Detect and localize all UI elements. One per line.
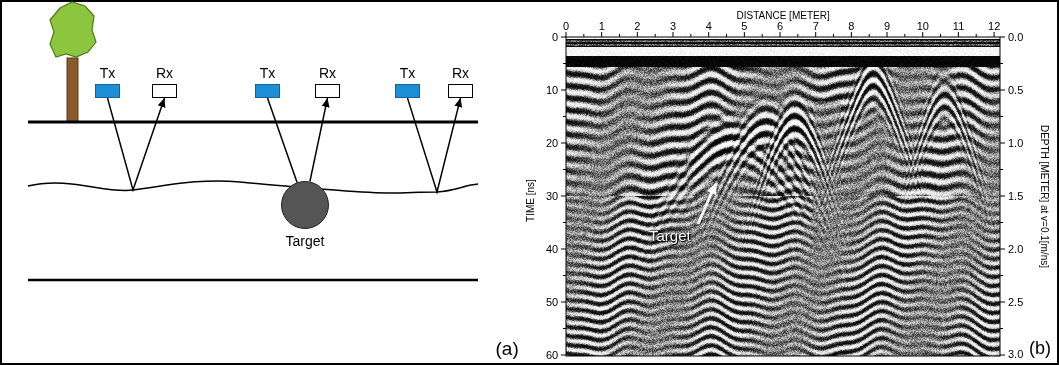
target-shape — [281, 181, 329, 229]
tick-mark — [561, 355, 566, 356]
antenna-shape — [152, 84, 177, 98]
tick-mark — [637, 32, 638, 37]
plot-border — [566, 37, 1000, 356]
tick-label: 2 — [634, 20, 640, 32]
tick-label: 11 — [953, 20, 964, 32]
target-label: Target — [286, 233, 325, 249]
subsurface-interface — [28, 181, 478, 193]
transmitter-box: Tx — [95, 65, 120, 98]
ground-surface — [28, 121, 478, 124]
tick-label: 0.5 — [1008, 84, 1023, 96]
tick-label: 1.5 — [1008, 190, 1023, 202]
tick-mark — [561, 249, 566, 250]
tick-label: 7 — [813, 20, 819, 32]
antenna-shape — [315, 84, 340, 98]
antenna-label: Rx — [452, 65, 469, 81]
antenna-shape — [255, 84, 280, 98]
transmitter-box: Tx — [395, 65, 420, 98]
tick-label: 6 — [777, 20, 783, 32]
tree-crown — [50, 2, 96, 57]
target-annotation: Target — [649, 228, 691, 245]
tick-mark — [1000, 249, 1005, 250]
tick-mark — [922, 32, 923, 37]
tick-mark — [994, 32, 995, 37]
target-leader-head — [707, 182, 717, 195]
antenna-label: Tx — [400, 65, 416, 81]
tick-label: 8 — [848, 20, 854, 32]
tick-mark — [1000, 355, 1005, 356]
receiver-box: Rx — [152, 65, 177, 98]
tick-label: 0 — [552, 31, 558, 43]
tick-label: 20 — [546, 137, 558, 149]
tick-label: 50 — [546, 296, 558, 308]
tick-mark — [744, 32, 745, 37]
tick-label: 12 — [988, 20, 1000, 32]
target-circle: Target — [281, 181, 329, 249]
radargram-image — [566, 37, 1000, 356]
tick-label: 1.0 — [1008, 137, 1023, 149]
axis-title: DEPTH [METER] at v=0.1[m/ns] — [1039, 124, 1050, 267]
tick-mark — [958, 32, 959, 37]
tick-label: 2.0 — [1008, 243, 1023, 255]
tick-label: 3 — [670, 20, 676, 32]
antenna-shape — [95, 84, 120, 98]
tick-mark — [566, 32, 567, 37]
tick-mark — [561, 302, 566, 303]
panel-label: (b) — [1029, 339, 1051, 359]
tick-label: 5 — [741, 20, 747, 32]
tick-label: 0 — [563, 20, 569, 32]
tick-mark — [673, 32, 674, 37]
tick-label: 60 — [546, 349, 558, 361]
tick-mark — [561, 143, 566, 144]
tick-label: 1 — [599, 20, 605, 32]
tick-label: 0.0 — [1008, 31, 1023, 43]
antenna-shape — [395, 84, 420, 98]
tick-mark — [601, 32, 602, 37]
ray-path — [268, 98, 298, 182]
receiver-box: Rx — [448, 65, 473, 98]
tick-label: 2.5 — [1008, 296, 1023, 308]
tick-mark — [1000, 37, 1005, 38]
tick-label: 9 — [884, 20, 890, 32]
tick-mark — [851, 32, 852, 37]
antenna-shape — [448, 84, 473, 98]
tick-mark — [708, 32, 709, 37]
ray-path — [310, 98, 328, 181]
tick-label: 4 — [706, 20, 712, 32]
ray-path — [108, 98, 165, 190]
axis-ticks — [561, 32, 1005, 355]
tick-mark — [1000, 196, 1005, 197]
tick-mark — [815, 32, 816, 37]
tick-label: 3.0 — [1008, 348, 1023, 360]
tick-label: 10 — [546, 84, 558, 96]
antenna-label: Rx — [319, 65, 336, 81]
axis-title: TIME [ns] — [524, 179, 535, 222]
tick-label: 10 — [917, 20, 929, 32]
antenna-label: Tx — [260, 65, 276, 81]
tick-mark — [561, 196, 566, 197]
tick-mark — [561, 90, 566, 91]
tick-mark — [561, 37, 566, 38]
lower-boundary — [28, 279, 478, 282]
tree-trunk — [67, 58, 78, 122]
tick-mark — [1000, 90, 1005, 91]
axis-title: DISTANCE [METER] — [737, 10, 830, 21]
ray-path — [408, 98, 461, 192]
tick-mark — [1000, 143, 1005, 144]
receiver-box: Rx — [315, 65, 340, 98]
antenna-label: Rx — [156, 65, 173, 81]
tick-label: 30 — [546, 190, 558, 202]
antenna-label: Tx — [100, 65, 116, 81]
tick-mark — [887, 32, 888, 37]
target-leader — [698, 192, 712, 224]
transmitter-box: Tx — [255, 65, 280, 98]
tick-mark — [780, 32, 781, 37]
tick-mark — [1000, 302, 1005, 303]
panel-label: (a) — [496, 339, 519, 360]
tick-label: 40 — [546, 243, 558, 255]
